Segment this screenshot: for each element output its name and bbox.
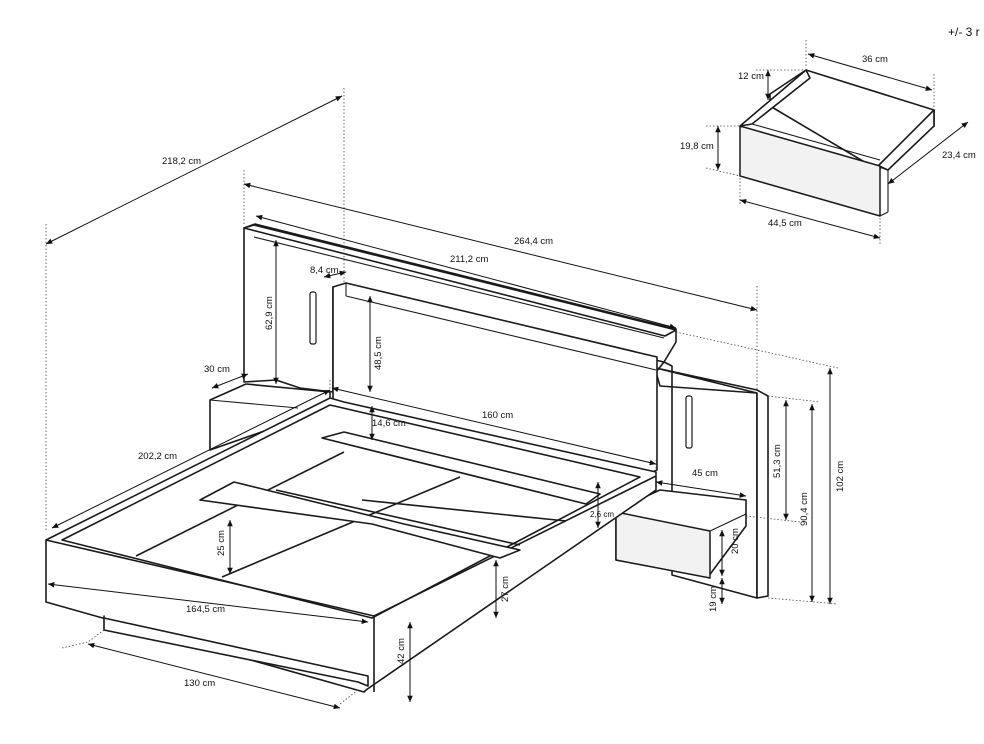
label-drawer-width: 36 cm — [862, 54, 888, 65]
dim-nightstand-width — [655, 480, 747, 498]
label-base-width: 130 cm — [184, 678, 215, 689]
label-max-height: 102 cm — [835, 461, 846, 492]
right-led-light — [685, 395, 693, 449]
label-headboard-panel-height: 48,5 cm — [373, 336, 384, 370]
dim-base-width — [87, 642, 341, 710]
label-headboard-width: 211,2 cm — [450, 254, 488, 265]
label-upper-panel-height: 62,9 cm — [264, 296, 275, 330]
label-frame-height: 27 cm — [500, 576, 511, 602]
dim-drawer-depth — [887, 121, 969, 185]
label-board-thickness: 2,6 cm — [590, 510, 614, 519]
dimension-lines — [45, 95, 833, 710]
label-nightstand-depth: 30 cm — [204, 364, 230, 375]
label-bed-height: 42 cm — [396, 638, 407, 664]
dimension-labels: 218,2 cm 264,4 cm 211,2 cm 8,4 cm 62,9 c… — [138, 156, 846, 689]
label-drawer-front-width: 44,5 cm — [768, 218, 802, 229]
dim-outer-width — [47, 581, 369, 625]
drawer-detail: 36 cm 12 cm 19,8 cm 23,4 cm 44,5 cm — [680, 40, 976, 246]
label-outer-width: 164,5 cm — [186, 604, 225, 615]
label-drawer-front-height: 19,8 cm — [680, 141, 714, 152]
label-headboard-height-side: 51,3 cm — [772, 444, 783, 478]
label-slat-drop: 25 cm — [216, 530, 227, 556]
left-led-light — [309, 291, 317, 345]
dim-overall-depth — [45, 95, 343, 245]
dim-drawer-width — [807, 53, 933, 91]
tolerance-note: +/- 3 r — [948, 25, 980, 39]
dim-frame-length — [51, 389, 331, 529]
label-shelf-depth: 8,4 cm — [310, 265, 339, 276]
label-drawer-depth: 23,4 cm — [942, 150, 976, 161]
right-nightstand-front — [615, 511, 711, 579]
label-overall-depth: 218,2 cm — [162, 156, 201, 167]
label-frame-length: 202,2 cm — [138, 451, 177, 462]
label-nightstand-width: 45 cm — [692, 468, 718, 479]
dim-headboard-width — [255, 214, 677, 330]
label-overall-width: 264,4 cm — [514, 236, 553, 247]
label-nightstand-height: 20 cm — [730, 528, 741, 554]
label-shelf-gap: 14,6 cm — [372, 418, 406, 429]
dim-shelf-depth — [323, 270, 347, 279]
dim-nightstand-depth — [211, 373, 249, 389]
label-mattress-width: 160 cm — [482, 410, 513, 421]
dim-drawer-front-width — [739, 198, 881, 240]
label-drawer-side-height: 12 cm — [738, 71, 764, 82]
label-total-height: 90,4 cm — [799, 492, 810, 526]
dim-mattress-width — [331, 386, 657, 466]
label-nightstand-floor-gap: 19 cm — [708, 586, 719, 612]
